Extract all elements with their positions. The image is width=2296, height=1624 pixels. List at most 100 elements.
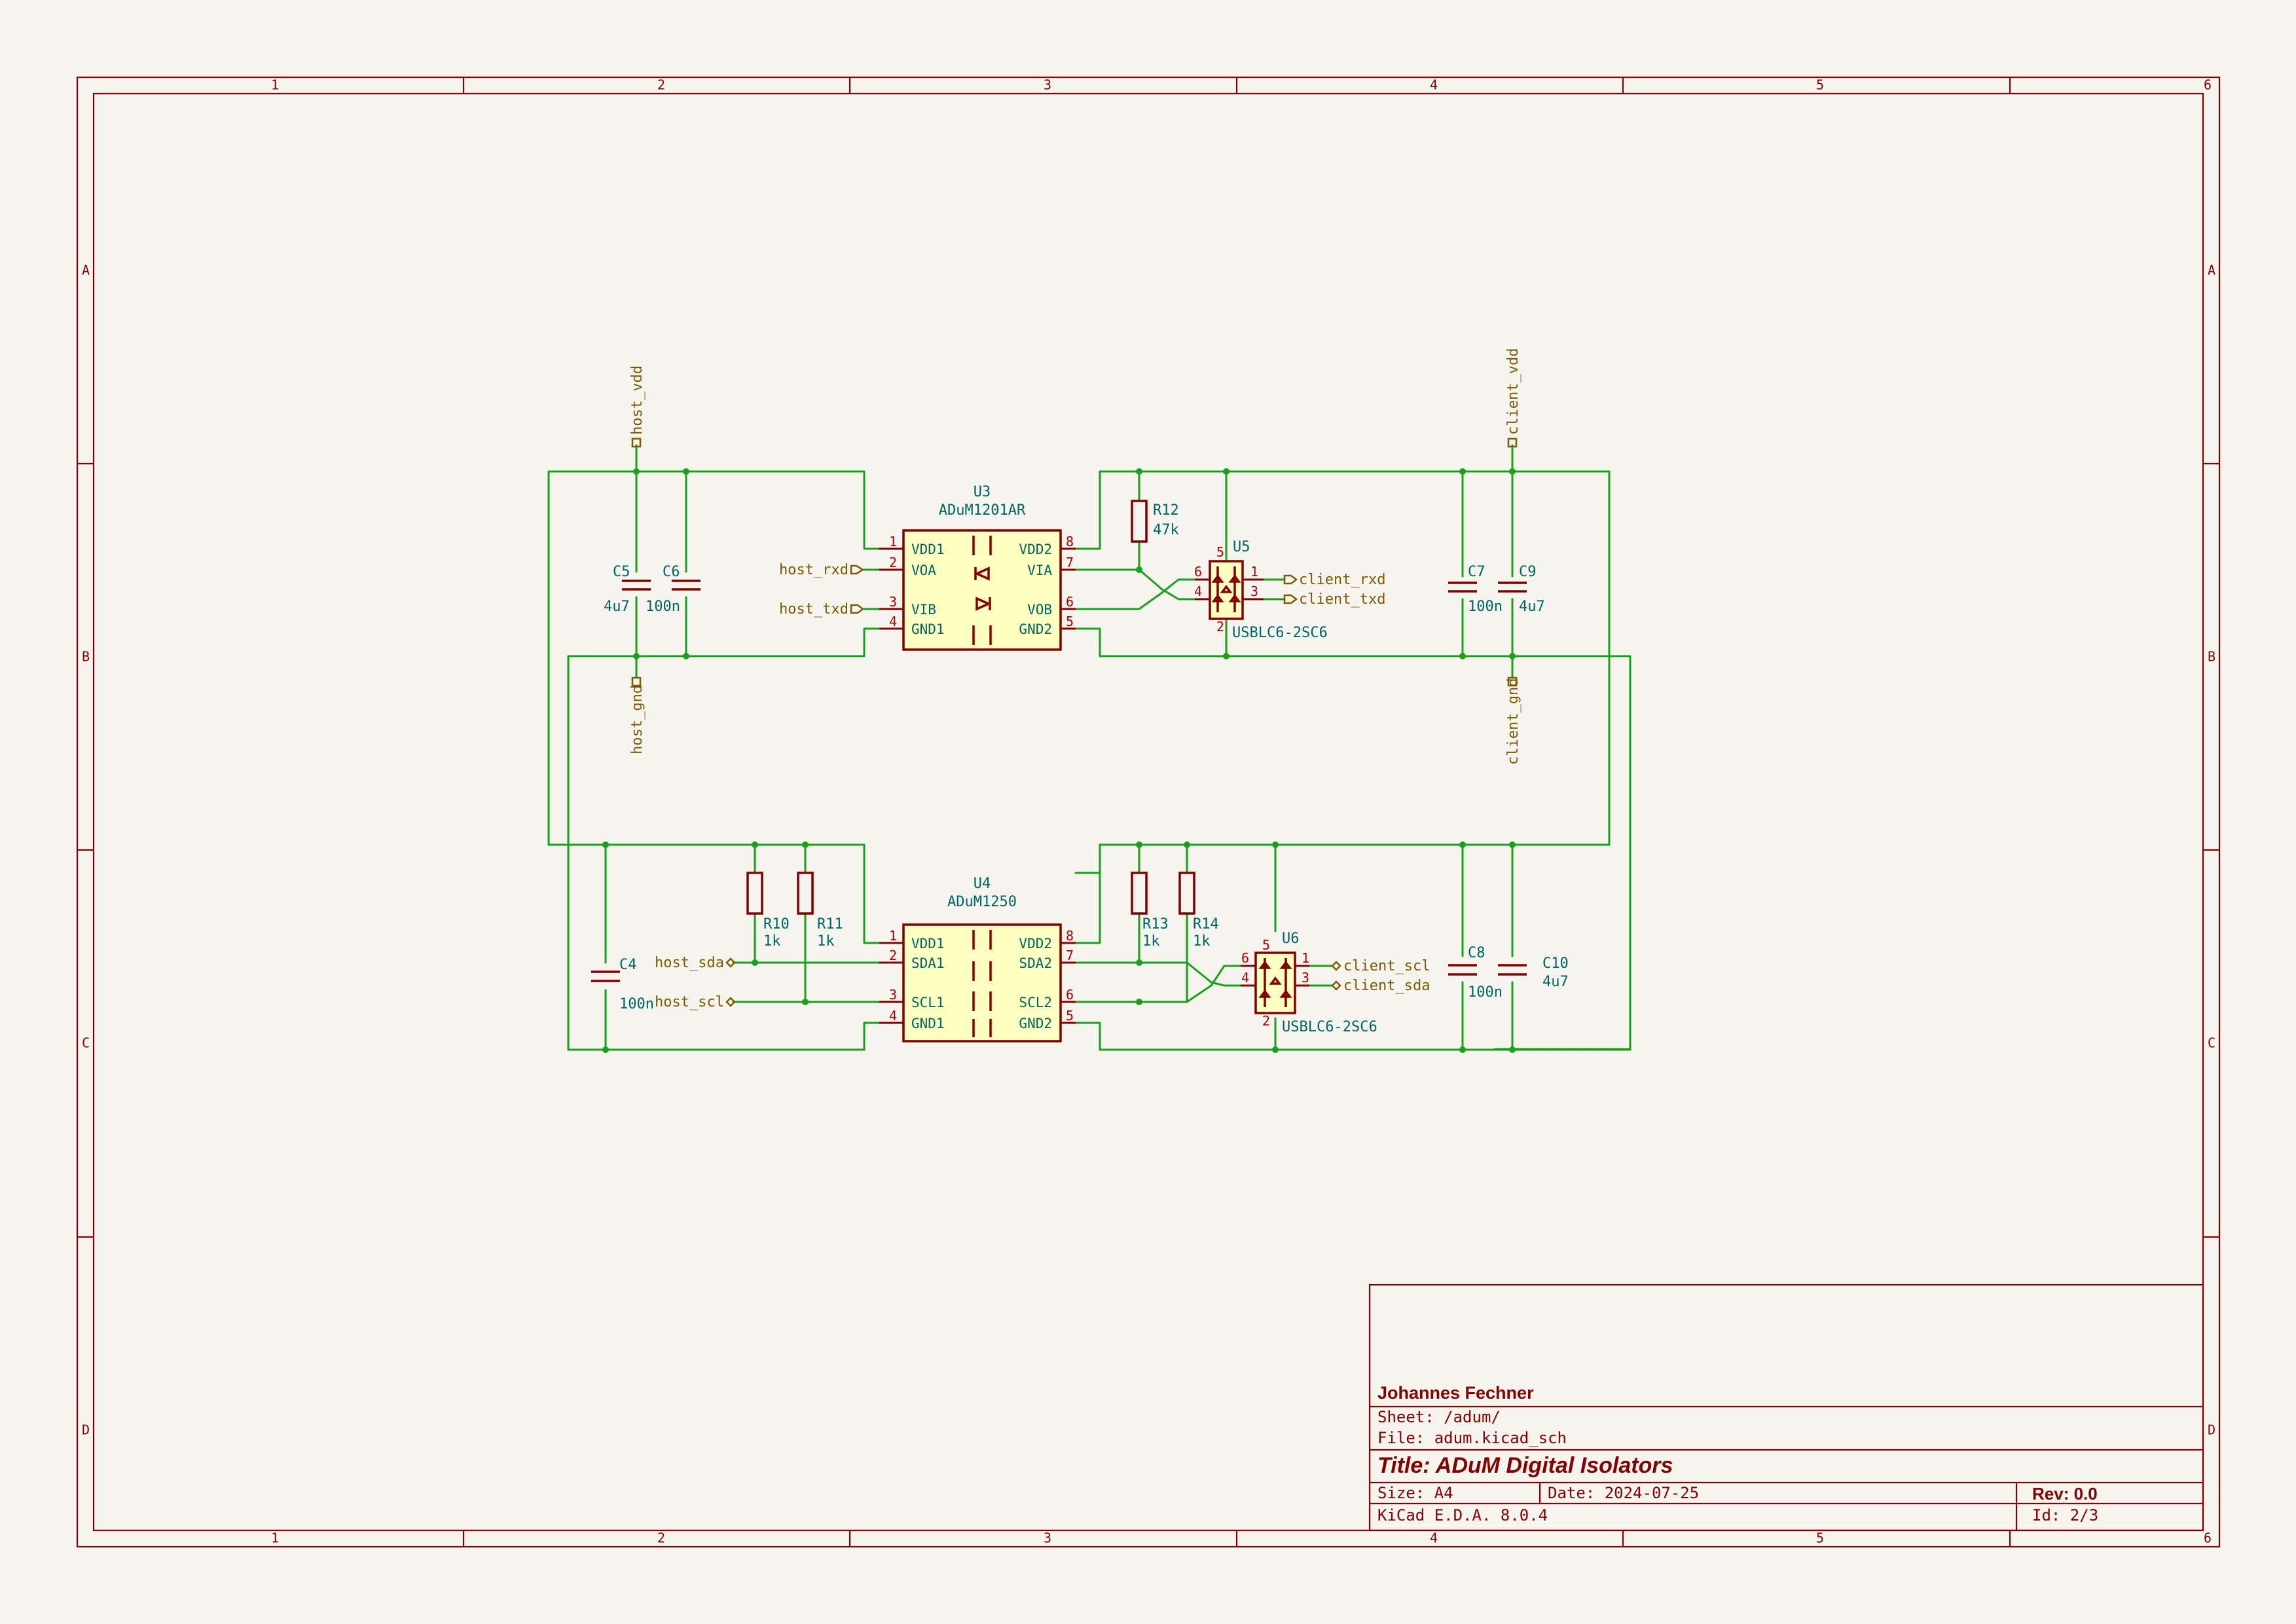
u3-pin-name-5: GND2 (1019, 621, 1052, 637)
u6-esd-protection[interactable]: U6 5 6 4 1 3 2 USBLC6-2SC6 (1241, 931, 1377, 1035)
net-host-txd[interactable]: host_txd (779, 601, 865, 618)
c10-ref: C10 (1542, 955, 1569, 972)
resistor-r13[interactable]: R13 1k (1131, 872, 1169, 950)
tb-file: File: adum.kicad_sch (1377, 1429, 1567, 1447)
net-host-gnd[interactable]: host_gnd (629, 676, 646, 754)
u3-pin-name-6: VOB (1027, 602, 1052, 618)
col-label-5-bottom: 5 (1816, 1530, 1824, 1546)
u3-pin-num-7: 7 (1066, 555, 1074, 570)
u4-pin-name-4: GND1 (911, 1016, 945, 1031)
u4-pin-name-7: SDA2 (1019, 955, 1052, 971)
c7-value: 100n (1468, 599, 1503, 615)
u6-pin-4: 4 (1241, 970, 1249, 986)
c4-ref: C4 (619, 957, 637, 973)
tb-size: Size: A4 (1377, 1484, 1453, 1502)
client-scl-label: client_scl (1343, 958, 1430, 974)
tb-title: Title: ADuM Digital Isolators (1377, 1453, 1673, 1478)
host-sda-label: host_sda (655, 955, 724, 971)
r12-value: 47k (1153, 522, 1179, 538)
u3-pin-name-8: VDD2 (1019, 542, 1052, 557)
u6-pin-1: 1 (1302, 950, 1309, 966)
u6-pin-6: 6 (1241, 950, 1249, 966)
c10-value: 4u7 (1542, 974, 1569, 990)
u4-pin-name-3: SCL1 (911, 995, 945, 1010)
col-label-3: 3 (1044, 77, 1051, 93)
resistor-r10[interactable]: R10 1k (746, 872, 790, 950)
col-label-1: 1 (271, 77, 279, 93)
row-label-c-right: C (2208, 1035, 2215, 1051)
c8-ref: C8 (1468, 945, 1485, 961)
u6-pin-5: 5 (1262, 937, 1270, 953)
net-host-scl[interactable]: host_scl (655, 994, 736, 1010)
net-client-txd[interactable]: client_txd (1283, 591, 1385, 608)
net-host-rxd[interactable]: host_rxd (779, 562, 865, 578)
u5-ref: U5 (1233, 539, 1250, 555)
u5-esd-protection[interactable]: U5 5 6 4 1 3 2 USBLC6-2SC6 (1194, 539, 1328, 641)
net-client-rxd[interactable]: client_rxd (1283, 572, 1385, 588)
resistor-r11[interactable]: R11 1k (797, 872, 843, 950)
col-label-5: 5 (1816, 77, 1824, 93)
u4-pin-name-2: SDA1 (911, 955, 945, 971)
col-label-4-bottom: 4 (1430, 1530, 1438, 1546)
capacitor-c6[interactable]: C6 100n (646, 564, 701, 615)
r11-value: 1k (817, 933, 835, 950)
net-client-sda[interactable]: client_sda (1331, 978, 1430, 994)
col-label-6: 6 (2204, 77, 2212, 93)
u4-pin-name-1: VDD1 (911, 936, 945, 951)
resistor-r12[interactable]: R12 47k (1131, 500, 1179, 543)
c8-value: 100n (1468, 984, 1503, 1001)
u3-pin-num-2: 2 (889, 555, 897, 570)
u3-pin-num-3: 3 (889, 594, 897, 610)
u3-pin-name-1: VDD1 (911, 542, 945, 557)
u5-pin-2: 2 (1216, 619, 1224, 635)
u4-isolator[interactable]: U4 ADuM1250 VDD1 SDA1 SCL1 GND1 VDD2 SDA… (879, 876, 1076, 1043)
r10-ref: R10 (763, 916, 790, 932)
capacitor-c8[interactable]: C8 100n (1448, 945, 1503, 1001)
u4-pin-num-4: 4 (889, 1008, 897, 1024)
r12-ref: R12 (1153, 502, 1179, 519)
client-rxd-label: client_rxd (1299, 572, 1385, 588)
u6-pin-2: 2 (1262, 1013, 1270, 1029)
u3-isolator[interactable]: U3 ADuM1201AR VDD1 VOA VIB GND1 VDD2 VIA… (879, 484, 1076, 651)
u4-pin-name-8: VDD2 (1019, 936, 1052, 951)
capacitor-c4[interactable]: C4 100n (591, 957, 654, 1012)
row-label-d: D (82, 1422, 90, 1438)
r10-value: 1k (763, 933, 781, 950)
r11-ref: R11 (817, 916, 843, 932)
client-txd-label: client_txd (1299, 591, 1385, 608)
capacitor-c7[interactable]: C7 100n (1448, 564, 1503, 615)
u5-pin-6: 6 (1194, 564, 1202, 580)
u5-value: USBLC6-2SC6 (1232, 625, 1328, 641)
capacitor-c10[interactable]: C10 4u7 (1498, 955, 1569, 990)
col-label-6-bottom: 6 (2204, 1530, 2212, 1546)
net-client-vdd[interactable]: client_vdd (1505, 348, 1522, 448)
resistor-r14[interactable]: R14 1k (1178, 872, 1219, 950)
u5-pin-3: 3 (1250, 583, 1258, 599)
c9-value: 4u7 (1519, 599, 1545, 615)
u3-pin-name-3: VIB (911, 602, 936, 618)
sheet-frame: 1 2 3 4 5 6 1 2 3 4 5 6 A B C D A B C D (76, 76, 2221, 1548)
r13-value: 1k (1142, 933, 1160, 950)
tb-rev: Rev: 0.0 (2032, 1484, 2098, 1504)
capacitor-c5[interactable]: C5 4u7 (604, 564, 651, 615)
u5-pin-4: 4 (1194, 583, 1202, 599)
net-host-vdd[interactable]: host_vdd (629, 365, 646, 448)
c6-ref: C6 (663, 564, 680, 580)
client-sda-label: client_sda (1343, 978, 1430, 994)
host-txd-label: host_txd (779, 601, 848, 618)
u4-pin-num-1: 1 (889, 928, 897, 944)
junctions (602, 468, 1516, 1053)
host-scl-label: host_scl (655, 994, 724, 1010)
u3-pin-name-7: VIA (1027, 563, 1052, 578)
u3-pin-num-4: 4 (889, 614, 897, 629)
capacitor-c9[interactable]: C9 4u7 (1498, 564, 1545, 615)
u4-value: ADuM1250 (947, 894, 1017, 910)
net-client-scl[interactable]: client_scl (1331, 958, 1430, 974)
c5-value: 4u7 (604, 599, 630, 615)
host-rxd-label: host_rxd (779, 562, 848, 578)
u6-value: USBLC6-2SC6 (1282, 1019, 1377, 1035)
net-client-gnd[interactable]: client_gnd (1505, 676, 1522, 765)
net-host-sda[interactable]: host_sda (655, 955, 736, 971)
tb-id: Id: 2/3 (2032, 1506, 2098, 1524)
row-label-c: C (82, 1035, 90, 1051)
